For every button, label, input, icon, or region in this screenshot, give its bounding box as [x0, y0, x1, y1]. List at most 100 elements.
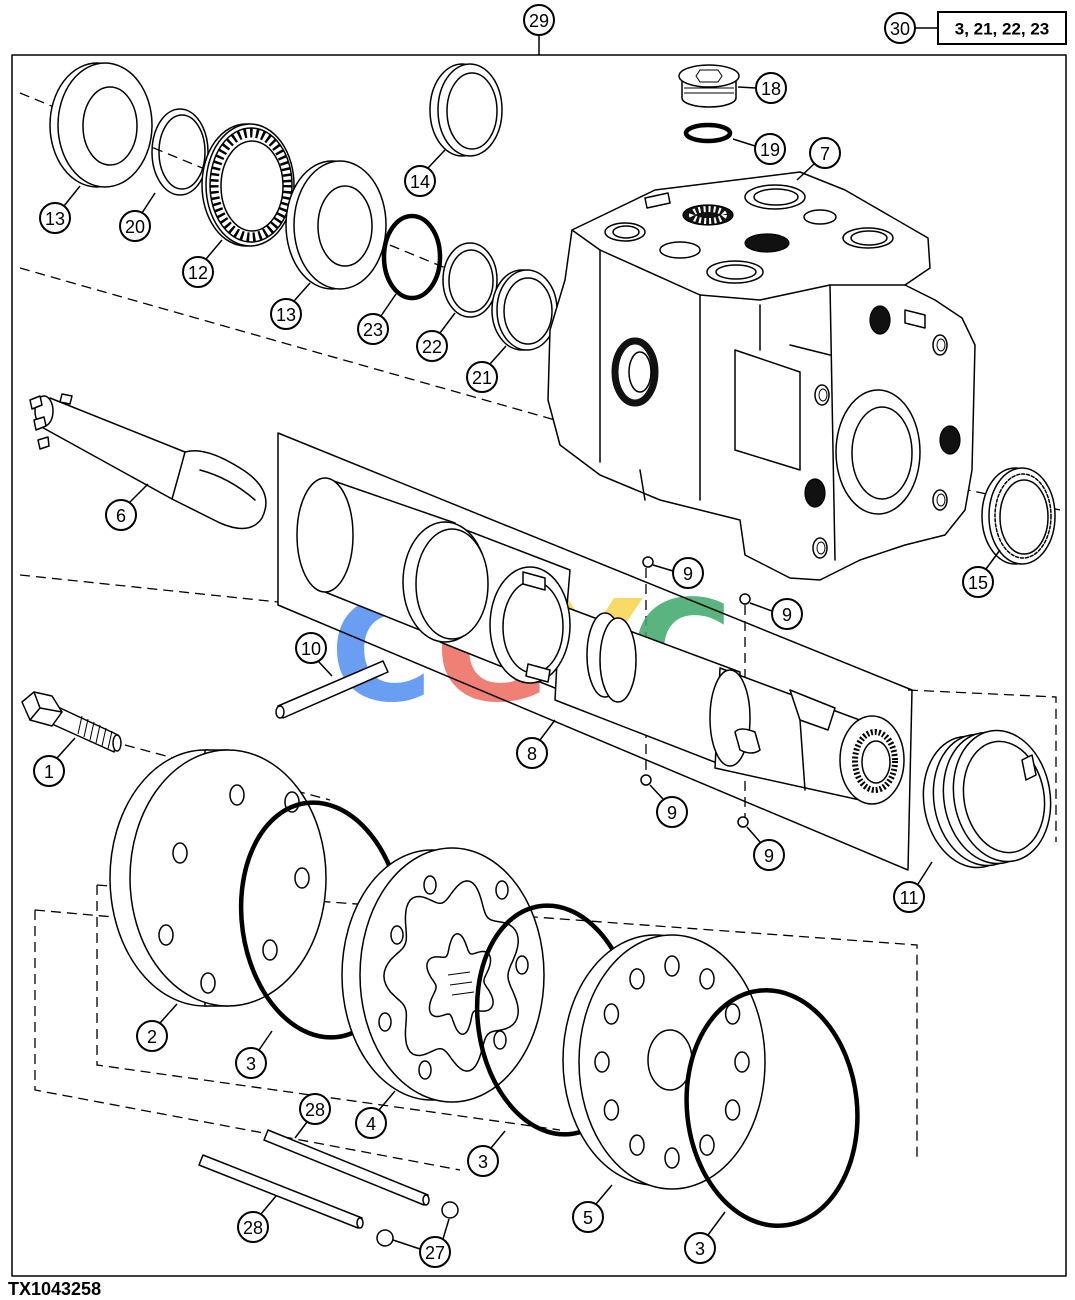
- valve-housing-shape: [744, 233, 790, 253]
- valve-housing-shape: [904, 309, 926, 329]
- callout-10-shape: [295, 632, 327, 664]
- callout-18-shape: [737, 86, 757, 89]
- alignment-lines-shape: [19, 267, 556, 421]
- callout-22-shape: 22: [422, 337, 442, 357]
- alignment-lines-shape: [34, 909, 126, 919]
- seal-11: [922, 729, 1052, 869]
- callout-22-shape: [416, 330, 448, 362]
- callout-14-shape: [427, 149, 446, 169]
- spool-sleeve-assembly-shape: [522, 571, 546, 591]
- callout-14-shape: [404, 165, 436, 197]
- callout-3-a-shape: [258, 1030, 273, 1051]
- check-balls-shape: [640, 774, 652, 786]
- callout-9-a-shape: 9: [683, 564, 693, 584]
- dowel-pins-shape: [263, 1129, 429, 1206]
- valve-housing-shape: [803, 209, 837, 225]
- callout-13-right-shape: [270, 298, 302, 330]
- snap-ring-shape: [158, 114, 206, 190]
- callout-6-shape: [105, 499, 137, 531]
- callout-kit-shape: 30: [890, 19, 910, 39]
- valve-housing-shape: [639, 469, 646, 501]
- o-ring-23: [381, 213, 443, 301]
- end-cap-shape: [200, 972, 216, 994]
- callout-23-shape: 23: [363, 320, 383, 340]
- callout-23-shape: [357, 313, 389, 345]
- callout-18-shape: [755, 72, 787, 104]
- plug-shape: [684, 87, 734, 94]
- callout-assembly: 29: [523, 4, 555, 55]
- callout-20-shape: 20: [125, 217, 145, 237]
- end-cap-shape: [294, 867, 310, 889]
- callout-10: 10: [295, 632, 333, 677]
- callout-6-shape: [129, 483, 149, 503]
- valve-housing-shape: [612, 225, 640, 239]
- callout-1-shape: [56, 737, 76, 759]
- callout-kit: 30: [884, 12, 938, 44]
- callout-9-b-shape: [771, 598, 803, 630]
- callout-3-c-shape: [684, 1232, 716, 1264]
- callout-9-d: 9: [746, 826, 785, 871]
- callout-5-shape: [572, 1201, 604, 1233]
- spool-sleeve-assembly-shape: [525, 663, 551, 683]
- snap-ring: [151, 108, 209, 196]
- callout-12-shape: [205, 239, 223, 260]
- callout-15: 15: [962, 549, 1001, 598]
- thrust-washer-left-shape: [82, 86, 138, 166]
- valve-housing-shape: [571, 229, 906, 301]
- cap-screw-shape: [51, 706, 119, 753]
- callout-9-d-shape: [746, 826, 761, 843]
- gerotor-set-shape: [423, 875, 437, 895]
- spool-sleeve-assembly-shape: [502, 580, 564, 674]
- balls-27: [376, 1201, 459, 1247]
- dowel-pins-shape: [356, 1217, 364, 1229]
- callout-28-top-shape: [299, 1093, 331, 1125]
- callout-20: 20: [119, 192, 156, 242]
- drive-shaft-shape: [171, 451, 186, 500]
- gerotor-set-shape: [515, 955, 529, 975]
- end-cap-shape: [229, 784, 245, 806]
- seal-ring-15-shape: [999, 479, 1049, 555]
- callout-7-shape: [809, 137, 841, 169]
- gerotor-set-shape: [447, 971, 475, 996]
- callout-15-shape: 15: [968, 573, 988, 593]
- callout-27-shape: [442, 1218, 450, 1240]
- callout-13-left-shape: 13: [45, 209, 65, 229]
- callout-1-shape: 1: [44, 762, 54, 782]
- callout-12: 12: [182, 239, 223, 288]
- figure-code: TX1043258: [8, 1279, 101, 1299]
- callout-21: 21: [466, 345, 507, 393]
- callout-3-b: 3: [467, 1130, 506, 1177]
- callout-21-shape: [489, 345, 507, 365]
- callout-3-a: 3: [235, 1030, 273, 1079]
- callout-13-left-shape: [39, 202, 71, 234]
- end-cap: [109, 749, 327, 1007]
- valve-housing: [547, 171, 976, 581]
- callout-13-left-shape: [63, 185, 81, 207]
- callout-11: 11: [893, 861, 933, 913]
- valve-housing-shape: [789, 344, 831, 356]
- end-cap-shape: [158, 924, 174, 946]
- balls-27-shape: [376, 1229, 394, 1247]
- callout-19-shape: 19: [760, 140, 780, 160]
- callout-13-right: 13: [270, 282, 311, 330]
- kit-contents-box-shape: 3, 21, 22, 23: [955, 20, 1050, 39]
- seal-ring-15: [981, 467, 1056, 565]
- callout-3-c-shape: [707, 1211, 726, 1236]
- callout-4-shape: 4: [366, 1114, 376, 1134]
- gerotor-set-shape: [378, 1012, 392, 1032]
- callout-22: 22: [416, 312, 456, 362]
- valve-housing-shape: [869, 305, 891, 335]
- callout-8: 8: [516, 719, 556, 769]
- valve-housing-shape: [689, 206, 727, 224]
- callout-9-c-shape: 9: [667, 803, 677, 823]
- callout-kit-shape: [884, 12, 916, 44]
- plate-hole: [724, 1099, 741, 1121]
- plate-hole: [734, 1051, 750, 1073]
- callout-9-a-shape: [672, 557, 704, 589]
- drive-shaft-shape: [199, 469, 256, 501]
- callout-27-shape: 27: [425, 1243, 445, 1263]
- valve-housing-shape: [816, 541, 826, 555]
- callout-1: 1: [33, 737, 76, 787]
- valve-housing-shape: [804, 478, 826, 508]
- callout-14: 14: [404, 149, 446, 197]
